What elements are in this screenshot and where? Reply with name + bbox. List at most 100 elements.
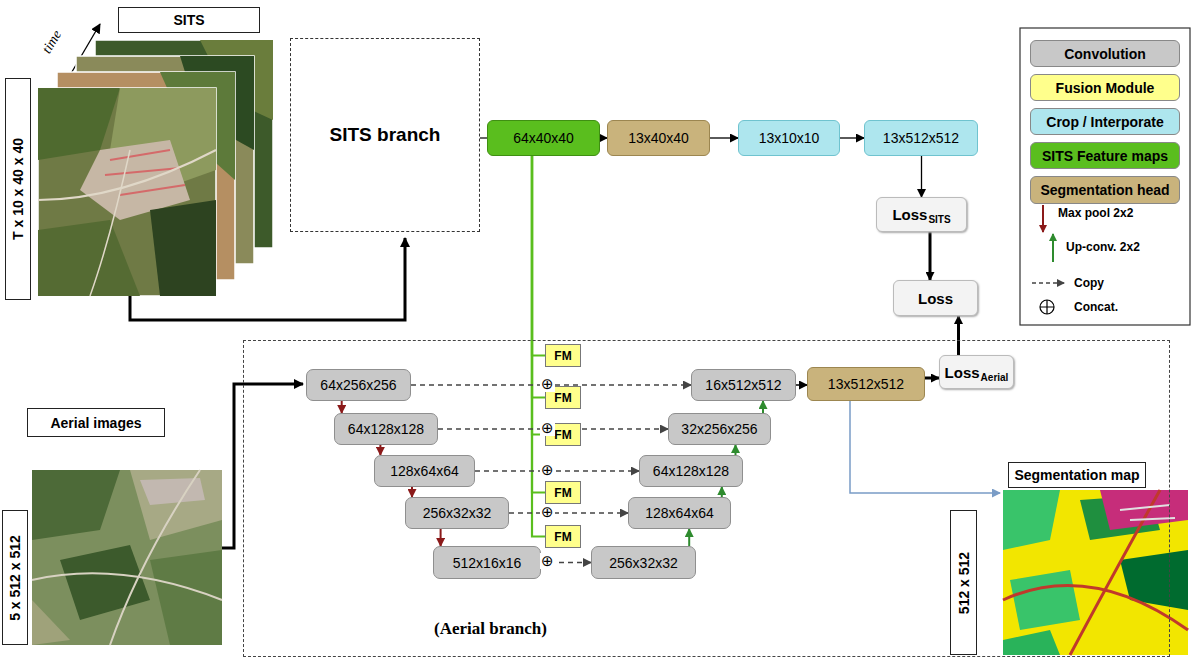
legend-swatch: SITS Feature maps <box>1030 142 1180 169</box>
box-text: FM <box>554 349 571 363</box>
connector <box>957 316 960 355</box>
box-text: SITS <box>173 12 204 28</box>
legend-text: SITS Feature maps <box>1042 148 1168 164</box>
crop-box: 13x10x10 <box>738 120 840 156</box>
box-text: SITS branch <box>330 124 441 146</box>
legend-swatch: Fusion Module <box>1030 74 1180 101</box>
feature-map-box: 64x40x40 <box>487 120 600 156</box>
conv-box: 128x64x64 <box>374 455 475 487</box>
box-text: 64x128x128 <box>348 421 424 437</box>
connector <box>532 156 545 435</box>
dimension-box: T x 10 x 40 x 40 <box>5 78 31 300</box>
box-text: 13x40x40 <box>628 130 689 146</box>
legend-text: Concat. <box>1074 300 1118 314</box>
connector <box>532 156 545 356</box>
sits-image-stack <box>38 40 273 296</box>
conv-box: 256x32x32 <box>591 546 696 579</box>
connector <box>600 137 607 138</box>
flow-label: time <box>39 28 65 57</box>
box-text: 13x512x512 <box>828 376 904 392</box>
branch-box: SITS branch <box>290 38 480 232</box>
label-box: Aerial images <box>27 408 165 437</box>
box-text: 5 x 512 x 512 <box>7 535 23 621</box>
connector <box>532 156 545 537</box>
connector <box>480 137 487 139</box>
legend-text: Copy <box>1074 276 1104 290</box>
box-text: 64x40x40 <box>513 130 574 146</box>
output-arrow <box>850 400 1000 493</box>
connector <box>509 512 628 513</box>
connector <box>532 156 545 493</box>
box-text: 128x64x64 <box>645 505 714 521</box>
concat-symbol: ⊕ <box>540 376 555 392</box>
connector <box>710 137 738 138</box>
fusion-module-box: FM <box>545 344 581 367</box>
box-text: 512 x 512 <box>956 551 972 613</box>
segmentation-head-box: 13x512x512 <box>807 367 925 401</box>
box-text: 64x256x256 <box>320 377 396 393</box>
legend-frame <box>1020 28 1190 325</box>
connector <box>721 487 723 497</box>
legend-swatch: Segmentation head <box>1030 176 1180 204</box>
dimension-box: 5 x 512 x 512 <box>2 510 28 645</box>
box-text: Segmentation map <box>1014 467 1139 483</box>
box-text: 128x64x64 <box>390 463 459 479</box>
loss-box: LossAerial <box>939 355 1014 389</box>
box-text: T x 10 x 40 x 40 <box>10 138 26 240</box>
box-text: FM <box>554 530 571 544</box>
conv-box: 64x128x128 <box>639 455 743 487</box>
box-text: Aerial images <box>50 415 141 431</box>
box-text: SITS <box>928 214 950 225</box>
crop-box: 13x512x512 <box>864 120 978 156</box>
conv-box: 16x512x512 <box>691 369 796 401</box>
conv-box: 512x16x16 <box>433 546 541 579</box>
connector <box>440 529 442 546</box>
aerial-image <box>32 470 222 645</box>
conv-box: 32x256x256 <box>668 413 771 445</box>
loss-box: LossSITS <box>876 197 967 232</box>
concat-symbol: ⊕ <box>540 462 555 478</box>
connector <box>921 156 922 197</box>
loss-box: Loss <box>893 280 978 316</box>
box-text: Loss <box>918 290 953 307</box>
conv-box: 128x64x64 <box>628 497 731 529</box>
connector <box>796 384 807 386</box>
legend-text: Convolution <box>1064 46 1146 62</box>
box-text: 16x512x512 <box>705 377 781 393</box>
connector <box>411 487 413 497</box>
concat-symbol: ⊕ <box>540 420 555 436</box>
legend-text: Fusion Module <box>1056 80 1155 96</box>
legend-text: Crop / Interporate <box>1046 114 1163 130</box>
box-text: 512x16x16 <box>453 555 522 571</box>
box-text: FM <box>554 391 571 405</box>
connector <box>532 156 545 398</box>
connector <box>475 470 639 471</box>
connector <box>840 137 864 138</box>
box-text: FM <box>554 486 571 500</box>
concat-symbol: ⊕ <box>540 553 555 569</box>
legend-text: Up-conv. 2x2 <box>1066 240 1140 254</box>
connector <box>762 401 764 413</box>
fusion-module-box: FM <box>545 481 581 504</box>
connector <box>735 445 737 455</box>
box-text: 32x256x256 <box>681 421 757 437</box>
legend-text: Max pool 2x2 <box>1058 206 1133 220</box>
box-text: Loss <box>892 206 927 223</box>
box-text: FM <box>554 428 571 442</box>
segmentation-image <box>1003 490 1188 655</box>
box-text: 13x512x512 <box>883 130 959 146</box>
label-box: Segmentation map <box>1008 462 1146 488</box>
concat-symbol: ⊕ <box>540 504 555 520</box>
connector <box>688 529 690 546</box>
connector <box>379 445 381 455</box>
box-text: 256x32x32 <box>423 505 492 521</box>
box-text: Loss <box>945 364 980 381</box>
legend-swatch: Crop / Interporate <box>1030 108 1180 135</box>
box-text: (Aerial branch) <box>434 619 547 639</box>
aerial-branch-box: (Aerial branch) 64x256x256 64x128x128 128x6… <box>243 340 1170 657</box>
input-arrow <box>130 238 405 320</box>
connector <box>341 401 343 413</box>
box-text: Aerial <box>981 372 1009 383</box>
box-text: 13x10x10 <box>759 130 820 146</box>
connector <box>929 232 932 280</box>
